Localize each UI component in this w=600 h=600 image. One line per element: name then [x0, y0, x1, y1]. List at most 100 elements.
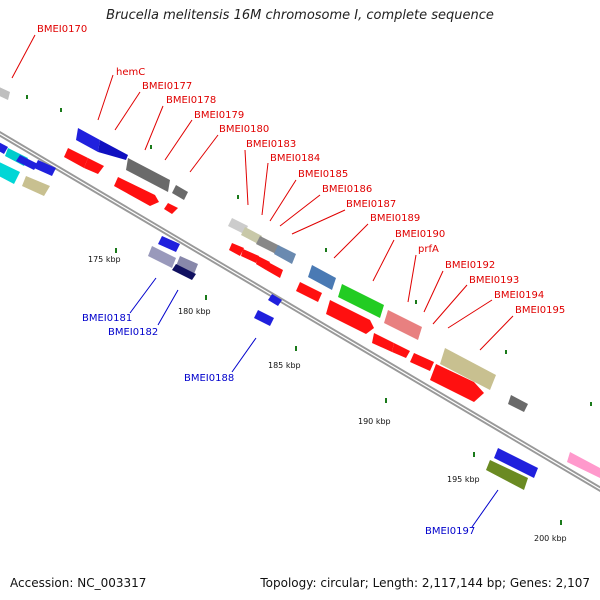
leader-BMEI0197 — [471, 489, 499, 528]
tick-major — [295, 346, 297, 351]
gene-pink[interactable] — [567, 452, 600, 478]
label-BMEI0192[interactable]: BMEI0192 — [445, 260, 495, 271]
gene-BMEI0177-b[interactable] — [84, 158, 104, 174]
label-BMEI0190[interactable]: BMEI0190 — [395, 229, 445, 240]
label-BMEI0180[interactable]: BMEI0180 — [219, 124, 269, 135]
gene-prfA-b[interactable] — [372, 333, 394, 352]
gene-BMEI0185[interactable] — [256, 236, 280, 254]
label-BMEI0189[interactable]: BMEI0189 — [370, 213, 420, 224]
label-BMEI0178[interactable]: BMEI0178 — [166, 95, 216, 106]
leader-BMEI0179 — [164, 119, 193, 161]
tick — [415, 300, 417, 304]
label-BMEI0185[interactable]: BMEI0185 — [298, 169, 348, 180]
gene-BMEI0197[interactable] — [486, 460, 528, 490]
tick — [237, 195, 239, 199]
tick — [60, 108, 62, 112]
gene-BMEI0194[interactable] — [430, 364, 484, 402]
gene-prfA[interactable] — [384, 310, 422, 340]
gene-BMEI0186-b[interactable] — [229, 243, 244, 256]
label-hemC[interactable]: hemC — [116, 67, 145, 78]
gene-BMEI0180-b[interactable] — [164, 203, 178, 214]
label-BMEI0197[interactable]: BMEI0197 — [425, 526, 475, 537]
gene-hemC[interactable] — [76, 128, 100, 152]
accession-text: Accession: NC_003317 — [10, 576, 147, 590]
leader-BMEI0194 — [447, 299, 493, 329]
gene-left-5[interactable] — [0, 160, 20, 184]
tick — [590, 402, 592, 406]
leader-hemC — [97, 74, 114, 121]
gene-left-1[interactable] — [0, 140, 8, 154]
tick-major — [385, 398, 387, 403]
gene-BMEI0179[interactable] — [114, 177, 159, 206]
backbone-core — [0, 133, 600, 490]
gene-BMEI0181-top[interactable] — [158, 236, 180, 252]
scale-label-175: 175 kbp — [88, 255, 121, 264]
gene-labels-reverse: BMEI0181 BMEI0182 BMEI0188 BMEI0197 — [82, 313, 475, 537]
leader-BMEI0193 — [432, 284, 468, 325]
gene-BMEI0189[interactable] — [308, 265, 336, 290]
gene-left-3[interactable] — [16, 155, 38, 170]
leader-BMEI0170 — [11, 34, 36, 79]
gene-BMEI0187[interactable] — [241, 249, 259, 263]
gene-prfA-c[interactable] — [392, 343, 410, 358]
gene-BMEI0190-b[interactable] — [326, 300, 374, 334]
gene-BMEI0180[interactable] — [172, 185, 188, 200]
label-BMEI0186[interactable]: BMEI0186 — [322, 184, 372, 195]
scale-label-180: 180 kbp — [178, 307, 211, 316]
scale-label-200: 200 kbp — [534, 534, 567, 543]
gene-BMEI0197-blue[interactable] — [494, 448, 538, 478]
leader-BMEI0182 — [157, 289, 179, 326]
gene-BMEI0188[interactable] — [254, 310, 274, 326]
leader-BMEI0177 — [114, 91, 141, 131]
label-BMEI0170[interactable]: BMEI0170 — [37, 24, 87, 35]
leader-BMEI0185 — [269, 179, 297, 222]
label-BMEI0195[interactable]: BMEI0195 — [515, 305, 565, 316]
gene-BMEI0178[interactable] — [126, 158, 170, 192]
gene-BMEI0186[interactable] — [274, 245, 296, 264]
scale-label-195: 195 kbp — [447, 475, 480, 484]
gene-BMEI0183[interactable] — [228, 218, 248, 234]
gene-BMEI0170[interactable] — [0, 85, 10, 100]
gene-left-6[interactable] — [22, 176, 50, 196]
leader-BMEI0187 — [291, 209, 346, 235]
forward-genes — [0, 85, 600, 478]
tick-major — [205, 295, 207, 300]
reverse-leaders — [129, 277, 499, 528]
label-BMEI0183[interactable]: BMEI0183 — [246, 139, 296, 150]
tick-major — [560, 520, 562, 525]
label-BMEI0194[interactable]: BMEI0194 — [494, 290, 544, 301]
tick — [325, 248, 327, 252]
label-BMEI0184[interactable]: BMEI0184 — [270, 153, 320, 164]
gene-BMEI0188-b[interactable] — [268, 294, 282, 306]
gene-BMEI0181[interactable] — [148, 246, 176, 268]
gene-BMEI0189-b[interactable] — [296, 282, 322, 302]
label-BMEI0182[interactable]: BMEI0182 — [108, 327, 158, 338]
label-BMEI0181[interactable]: BMEI0181 — [82, 313, 132, 324]
label-BMEI0188[interactable]: BMEI0188 — [184, 373, 234, 384]
gene-BMEI0195-b[interactable] — [508, 395, 528, 412]
label-BMEI0193[interactable]: BMEI0193 — [469, 275, 519, 286]
backbone — [0, 131, 600, 492]
gene-left-4[interactable] — [34, 160, 56, 176]
gene-BMEI0187-c[interactable] — [266, 262, 283, 278]
tick-major — [473, 452, 475, 457]
leader-prfA — [407, 254, 417, 303]
gene-BMEI0182[interactable] — [176, 256, 198, 274]
label-BMEI0187[interactable]: BMEI0187 — [346, 199, 396, 210]
leader-BMEI0186 — [279, 194, 321, 227]
gene-BMEI0187-b[interactable] — [256, 256, 270, 270]
label-BMEI0179[interactable]: BMEI0179 — [194, 110, 244, 121]
label-BMEI0177[interactable]: BMEI0177 — [142, 81, 192, 92]
leader-BMEI0183 — [244, 149, 249, 206]
gene-BMEI0192[interactable] — [410, 353, 434, 371]
label-prfA[interactable]: prfA — [418, 244, 439, 255]
gene-BMEI0195[interactable] — [440, 348, 496, 390]
gene-BMEI0182-b[interactable] — [172, 264, 196, 280]
gene-BMEI0177[interactable] — [64, 148, 88, 168]
leader-BMEI0184 — [261, 162, 269, 216]
gene-BMEI0190[interactable] — [338, 284, 384, 318]
gene-BMEI0184[interactable] — [241, 227, 262, 244]
leader-BMEI0180 — [189, 134, 219, 173]
gene-hemC-b[interactable] — [98, 140, 128, 160]
